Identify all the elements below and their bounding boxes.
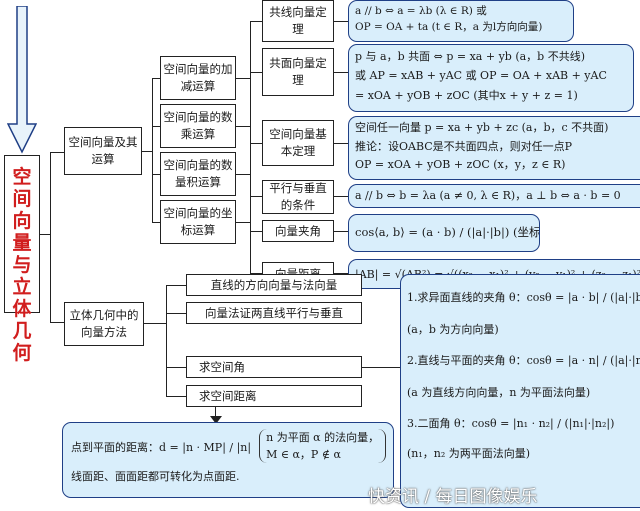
- connector: [144, 323, 166, 325]
- concept-basic-theorem: 空间向量基本定理: [262, 120, 334, 166]
- connector: [334, 72, 348, 74]
- connector: [40, 234, 50, 236]
- watermark: 快资讯 / 每日图像娱乐: [368, 487, 538, 507]
- distance-formula: 点到平面的距离：d = |n · MP| / |n|: [71, 440, 252, 454]
- topic-vector-methods: 立体几何中的向量方法: [64, 302, 144, 346]
- connector: [236, 126, 250, 128]
- connector: [250, 231, 262, 233]
- connector: [50, 152, 64, 154]
- connector: [166, 285, 168, 396]
- connector: [152, 78, 154, 222]
- formula-line: 或 AP = xAB + yAC 或 OP = OA + xAB + yAC: [355, 69, 607, 83]
- root-title: 空间向量与立体几何: [12, 166, 32, 364]
- operation-add-sub: 空间向量的加减运算: [160, 56, 236, 100]
- operation-dot-product: 空间向量的数量积运算: [160, 152, 236, 196]
- root-topic: 空间向量与立体几何: [4, 155, 40, 364]
- method-label: 求空间角: [199, 359, 245, 374]
- concept-coplanar-theorem: 共面向量定理: [262, 48, 334, 96]
- formula-parallel-perpendicular: a // b ⇔ b = λa (a ≠ 0, λ ∈ R)，a ⊥ b ⇔ a…: [348, 184, 640, 208]
- concept-collinear-theorem: 共线向量定理: [262, 0, 334, 42]
- angles-panel: 1.求异面直线的夹角 θ：cosθ = |a · b| / (|a|·|b|) …: [400, 274, 640, 508]
- formula-line: a // b ⇔ b = λa (a ≠ 0, λ ∈ R)，a ⊥ b ⇔ a…: [355, 189, 621, 202]
- distance-conversion: 线面距、面面距都可转化为点面距.: [71, 470, 240, 484]
- formula-line: cos⟨a, b⟩ = (a · b) / (|a|·|b|) (坐标表示): [355, 225, 540, 239]
- connector: [334, 196, 348, 198]
- method-label: 直线的方向向量与法向量: [210, 277, 338, 292]
- connector: [236, 174, 250, 176]
- connector: [250, 21, 252, 274]
- formula-line: a // b ⇔ a = λb (λ ∈ R) 或: [355, 5, 487, 17]
- topic-label: 空间向量及其运算: [68, 135, 138, 166]
- topic-label: 立体几何中的向量方法: [69, 308, 139, 339]
- connector: [334, 143, 348, 145]
- operation-label: 空间向量的数量积运算: [163, 158, 233, 189]
- concept-label: 共线向量定理: [269, 5, 327, 36]
- connector: [152, 174, 160, 176]
- formula-line: = xOA + yOB + zOC (其中x + y + z = 1): [355, 88, 578, 102]
- concept-vector-angle: 向量夹角: [262, 220, 334, 242]
- connector: [362, 367, 400, 369]
- concept-parallel-perpendicular: 平行与垂直的条件: [262, 180, 334, 214]
- concept-label: 平行与垂直的条件: [269, 181, 327, 212]
- connector: [166, 313, 186, 315]
- formula-line: OP = OA + ta (t ∈ R，a 为l方向向量): [355, 21, 543, 34]
- connector: [250, 273, 262, 275]
- angle-skew-lines: 1.求异面直线的夹角 θ：cosθ = |a · b| / (|a|·|b|): [407, 291, 640, 304]
- arrow-down-icon: [210, 416, 222, 424]
- connector: [215, 407, 217, 418]
- distance-condition: n 为平面 α 的法向量， M ∈ α，P ∉ α: [259, 429, 387, 464]
- distance-condition-line: n 为平面 α 的法向量，: [266, 431, 380, 444]
- operation-label: 空间向量的数乘运算: [163, 110, 233, 141]
- connector: [236, 78, 250, 80]
- operation-label: 空间向量的坐标运算: [163, 206, 233, 237]
- formula-angle: cos⟨a, b⟩ = (a · b) / (|a|·|b|) (坐标表示): [348, 214, 540, 252]
- topic-vector-operations: 空间向量及其运算: [64, 127, 142, 175]
- connector: [250, 21, 262, 23]
- angle-line-plane: 2.直线与平面的夹角 θ：cosθ = |a · n| / (|a|·|n|): [407, 354, 640, 368]
- connector: [236, 222, 250, 224]
- connector: [50, 152, 52, 322]
- connector: [166, 396, 186, 398]
- connector: [166, 285, 186, 287]
- method-label: 求空间距离: [199, 388, 257, 403]
- connector: [152, 222, 160, 224]
- down-arrow-icon: [7, 6, 37, 154]
- angle-note: (a 为直线方向向量，n 为平面法向量): [407, 385, 591, 399]
- connector: [142, 151, 152, 153]
- angle-dihedral: 3.二面角 θ：cosθ = |n₁ · n₂| / (|n₁|·|n₂|): [407, 417, 615, 431]
- concept-label: 向量夹角: [275, 223, 321, 238]
- connector: [50, 322, 64, 324]
- method-prove-parallel-perpendicular: 向量法证两直线平行与垂直: [186, 302, 362, 324]
- formula-line: p 与 a，b 共面 ⇔ p = xa + yb (a，b 不共线): [355, 50, 585, 63]
- formula-line: 推论：设OABC是不共面四点，则对任一点P: [355, 139, 573, 153]
- connector: [250, 143, 262, 145]
- operation-scalar-mult: 空间向量的数乘运算: [160, 104, 236, 148]
- connector: [250, 196, 262, 198]
- formula-basic-theorem: 空间任一向量 p = xa + yb + zc (a，b，c 不共面) 推论：设…: [348, 116, 640, 180]
- connector: [152, 126, 160, 128]
- method-find-angle: 求空间角: [186, 356, 362, 378]
- method-find-distance: 求空间距离: [186, 385, 362, 407]
- formula-collinear: a // b ⇔ a = λb (λ ∈ R) 或 OP = OA + ta (…: [348, 0, 574, 42]
- concept-label: 空间向量基本定理: [269, 127, 327, 158]
- method-direction-normal-vector: 直线的方向向量与法向量: [186, 274, 362, 296]
- connector: [152, 78, 160, 80]
- concept-label: 共面向量定理: [269, 56, 327, 87]
- operation-coordinate: 空间向量的坐标运算: [160, 200, 236, 244]
- angle-note: (a，b 为方向向量): [407, 322, 499, 336]
- connector: [166, 367, 186, 369]
- angle-note: (n₁，n₂ 为两平面法向量): [407, 446, 531, 460]
- connector: [250, 72, 262, 74]
- distance-condition-line: M ∈ α，P ∉ α: [266, 448, 341, 462]
- operation-label: 空间向量的加减运算: [163, 62, 233, 93]
- formula-coplanar: p 与 a，b 共面 ⇔ p = xa + yb (a，b 不共线) 或 AP …: [348, 44, 634, 112]
- connector: [334, 273, 348, 275]
- method-label: 向量法证两直线平行与垂直: [205, 305, 343, 320]
- connector: [334, 21, 348, 23]
- distance-panel: 点到平面的距离：d = |n · MP| / |n| n 为平面 α 的法向量，…: [62, 422, 394, 498]
- formula-line: 空间任一向量 p = xa + yb + zc (a，b，c 不共面): [355, 121, 609, 134]
- formula-line: OP = xOA + yOB + zOC (x，y，z ∈ R): [355, 158, 566, 172]
- connector: [334, 231, 348, 233]
